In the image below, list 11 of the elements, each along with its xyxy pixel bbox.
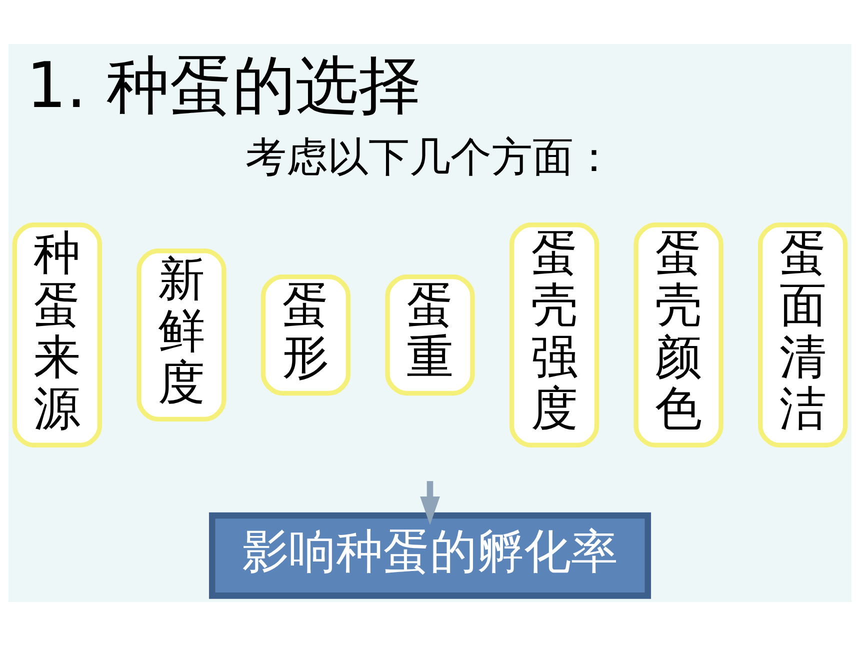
node-box: 蛋壳强度: [509, 222, 600, 447]
node-box: 影响种蛋的孵化率: [208, 512, 652, 598]
arrow: [420, 480, 440, 524]
node-box: 种蛋来源: [12, 222, 102, 447]
node-box: 蛋壳颜色: [634, 222, 724, 447]
node-box: 蛋重: [385, 274, 475, 396]
node-box: 蛋形: [260, 274, 351, 396]
label: 考虑以下几个方面：: [246, 132, 614, 181]
node-box: 新鲜度: [136, 248, 226, 422]
node-box: 蛋面清洁: [758, 222, 848, 447]
diagram-title: 1. 种蛋的选择: [26, 48, 422, 122]
